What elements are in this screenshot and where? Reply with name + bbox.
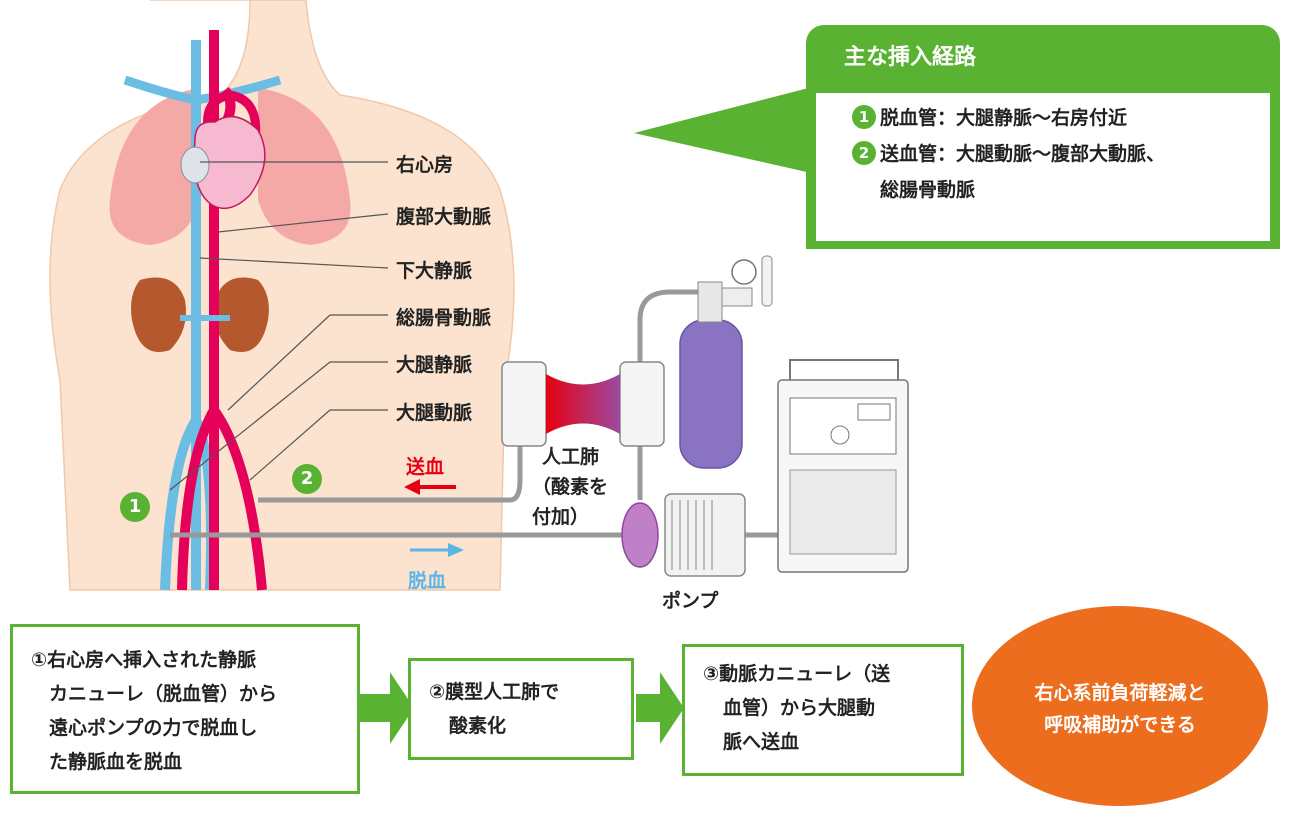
subclavian-veins — [123, 75, 282, 105]
oxygenator-left-cap — [501, 361, 547, 447]
result-text-line-2: 呼吸補助ができる — [1044, 714, 1196, 736]
result-ellipse: 右心系前負荷軽減と 呼吸補助ができる — [972, 606, 1268, 806]
badge-return-cannula: 2 — [292, 464, 322, 494]
pump-motor — [664, 493, 746, 577]
regulator — [721, 287, 753, 307]
step-text: ③動脈カニューレ（送 — [703, 663, 891, 685]
label-common-iliac-artery: 総腸骨動脈 — [396, 307, 492, 329]
left-lung — [258, 88, 351, 245]
route-number-badge: 1 — [852, 105, 876, 129]
label-abdominal-aorta: 腹部大動脈 — [396, 206, 492, 228]
flow-arrow-1 — [360, 672, 414, 744]
right-lung — [109, 88, 200, 245]
pump-fins — [671, 500, 713, 570]
step-text: た静脈血を脱血 — [49, 751, 183, 773]
badge-drain-cannula: 1 — [120, 492, 150, 522]
label-inferior-vena-cava: 下大静脈 — [396, 260, 473, 282]
aortic-arch — [203, 90, 261, 142]
route-text: 送血管：大腿動脈〜腹部大動脈、 — [880, 143, 1166, 165]
step-text: ②膜型人工肺で — [429, 681, 560, 703]
step-text: 血管）から大腿動 — [723, 697, 876, 719]
route-number-badge: 2 — [852, 141, 876, 165]
callout-title: 主な挿入経路 — [844, 45, 977, 70]
pump-head — [621, 502, 659, 568]
console-screen — [857, 403, 891, 421]
step-text: 酸素化 — [449, 715, 507, 737]
label-oxygenator: 人工肺 — [542, 446, 600, 468]
aorta — [177, 30, 267, 591]
label-pump: ポンプ — [662, 590, 719, 612]
step-box-1: ①右心房へ挿入された静脈 カニューレ（脱血管）から 遠心ポンプの力で脱血し た静… — [10, 624, 360, 794]
step-box-2: ②膜型人工肺で 酸素化 — [408, 658, 634, 760]
label-send-blood: 送血 — [406, 456, 445, 478]
oxygenator-right-cap — [619, 361, 665, 447]
left-kidney — [214, 277, 269, 352]
step-box-3: ③動脈カニューレ（送 血管）から大腿動 脈へ送血 — [682, 644, 964, 776]
console-lower — [789, 469, 897, 555]
tank-valve — [697, 281, 723, 323]
label-femoral-artery: 大腿動脈 — [396, 402, 473, 424]
flow-arrow-2 — [636, 672, 684, 744]
step-text: 脈へ送血 — [723, 731, 800, 753]
right-atrium — [180, 146, 210, 184]
route-text-continued: 総腸骨動脈 — [880, 179, 976, 201]
oxygen-line — [637, 289, 700, 365]
step-text: 遠心ポンプの力で脱血し — [49, 717, 258, 739]
label-drain-blood: 脱血 — [408, 570, 447, 592]
label-oxygenator-note-2: 付加） — [532, 506, 590, 528]
oxygenator-body — [546, 374, 620, 434]
step-text: ①右心房へ挿入された静脈 — [31, 649, 257, 671]
console-handle — [789, 359, 899, 380]
return-tube — [258, 440, 523, 503]
result-text-line-1: 右心系前負荷軽減と — [1034, 682, 1206, 704]
label-oxygenator-note: （酸素を — [532, 476, 609, 498]
callout-pointer — [634, 85, 820, 175]
step-text: カニューレ（脱血管）から — [49, 683, 278, 705]
console-dial — [830, 425, 850, 445]
route-text: 脱血管：大腿静脈〜右房付近 — [880, 107, 1128, 129]
label-femoral-vein: 大腿静脈 — [396, 354, 473, 376]
pressure-gauge — [731, 259, 757, 285]
flowmeter — [761, 255, 773, 307]
oxygen-tank — [679, 319, 743, 469]
label-right-atrium: 右心房 — [396, 154, 454, 176]
right-kidney — [131, 277, 186, 352]
